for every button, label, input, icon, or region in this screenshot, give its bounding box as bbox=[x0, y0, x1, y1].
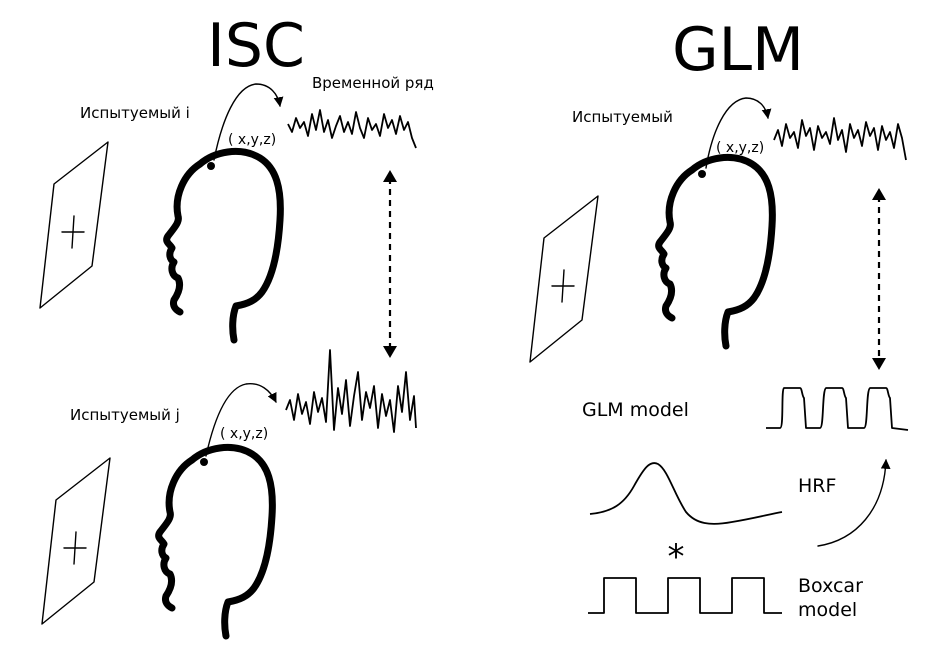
head-profile-icon bbox=[167, 151, 281, 340]
glm-model-label: GLM model bbox=[582, 399, 689, 421]
boxcar-label-line2: model bbox=[798, 599, 857, 621]
isc-title: ISC bbox=[207, 11, 305, 81]
head-profile-icon bbox=[159, 447, 273, 636]
glm-subject-label: Испытуемый bbox=[572, 108, 673, 126]
curved-arrow-icon bbox=[817, 459, 891, 547]
isc-panel: ISC Испытуемый i Временной ряд ( x,y,z) … bbox=[39, 11, 434, 636]
voxel-dot-icon bbox=[200, 458, 208, 466]
arrow-tip-up bbox=[383, 170, 397, 182]
arrow-tip-down bbox=[872, 358, 886, 370]
subject-i-label: Испытуемый i bbox=[80, 104, 190, 122]
voxel-dot-icon bbox=[698, 170, 706, 178]
fixation-cross-screen-icon bbox=[39, 141, 109, 309]
boxcar-label-line1: Boxcar bbox=[798, 575, 863, 597]
head-profile-icon bbox=[659, 157, 773, 346]
subject-j-label: Испытуемый j bbox=[70, 406, 180, 424]
glm-model-signal bbox=[766, 387, 909, 431]
glm-coord-label: ( x,y,z) bbox=[716, 140, 764, 156]
hrf-curve bbox=[589, 462, 783, 525]
curved-arrow-icon bbox=[705, 97, 772, 169]
fixation-cross-screen-icon bbox=[529, 195, 599, 363]
curved-arrow-icon bbox=[205, 383, 277, 457]
curved-arrow-icon bbox=[213, 83, 284, 161]
fixation-cross-screen-icon bbox=[41, 457, 111, 625]
timeseries-i bbox=[287, 109, 417, 149]
glm-timeseries bbox=[773, 117, 907, 161]
boxcar-model-signal bbox=[588, 577, 782, 614]
coord-label-i: ( x,y,z) bbox=[228, 132, 276, 148]
hrf-label: HRF bbox=[798, 475, 836, 497]
timeseries-label: Временной ряд bbox=[312, 74, 434, 92]
glm-panel: GLM Испытуемый ( x,y,z) GLM model HRF * … bbox=[529, 15, 909, 621]
voxel-dot-icon bbox=[207, 162, 215, 170]
convolution-symbol: * bbox=[668, 537, 685, 577]
timeseries-j bbox=[285, 349, 417, 433]
arrow-tip-up bbox=[872, 188, 886, 200]
arrow-tip-down bbox=[383, 346, 397, 358]
glm-title: GLM bbox=[672, 15, 804, 85]
coord-label-j: ( x,y,z) bbox=[220, 426, 268, 442]
